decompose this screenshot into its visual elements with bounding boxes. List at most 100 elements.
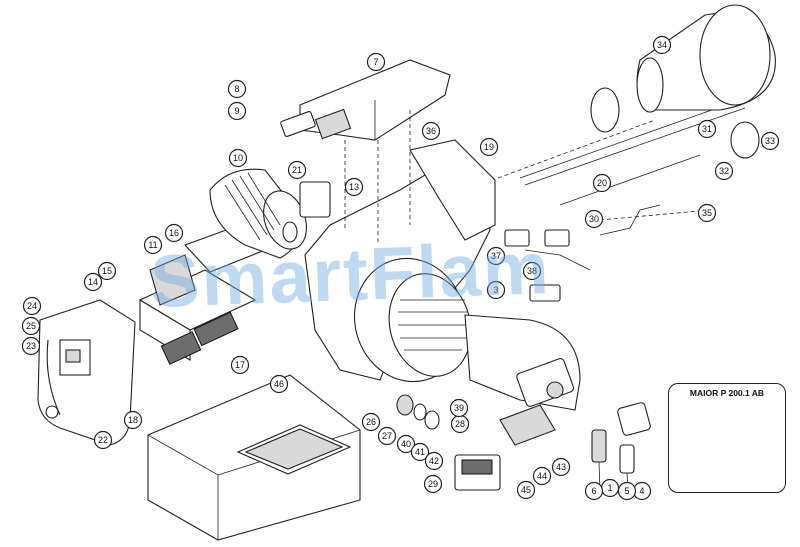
callout-circle: [230, 355, 250, 375]
callout-10: 10: [228, 148, 248, 168]
callout-37: 37: [486, 246, 506, 266]
callout-33: 33: [760, 131, 780, 151]
callout-circle: [228, 148, 248, 168]
callout-circle: [592, 173, 612, 193]
callout-number: 24: [27, 301, 37, 311]
callout-circle: [164, 223, 184, 243]
callout-41: 41: [410, 442, 430, 462]
callout-number: 17: [235, 360, 245, 370]
callout-number: 22: [98, 435, 108, 445]
callout-circle: [287, 160, 307, 180]
callout-circle: [652, 35, 672, 55]
callout-11: 11: [143, 235, 163, 255]
callout-number: 38: [527, 266, 537, 276]
oil-pipes-valves-part: [504, 229, 591, 302]
callout-40: 40: [396, 434, 416, 454]
callout-6: 6: [584, 481, 604, 501]
callout-circle: [21, 336, 41, 356]
callout-number: 33: [765, 136, 775, 146]
callout-number: 5: [624, 486, 629, 496]
callout-circle: [532, 466, 552, 486]
callout-circle: [423, 474, 443, 494]
callout-38: 38: [522, 261, 542, 281]
callout-39: 39: [449, 398, 469, 418]
callout-5: 5: [617, 481, 637, 501]
callout-circle: [97, 261, 117, 281]
callout-circle: [486, 246, 506, 266]
callout-circle: [227, 79, 247, 99]
callout-number: 43: [556, 462, 566, 472]
callout-number: 25: [26, 321, 36, 331]
oil-pump-part: [516, 358, 575, 407]
callout-number: 44: [537, 471, 547, 481]
callout-circle: [516, 480, 536, 500]
callout-circle: [361, 412, 381, 432]
callout-31: 31: [697, 119, 717, 139]
callout-number: 15: [102, 266, 112, 276]
callout-circle: [424, 451, 444, 471]
electric-motor-part: [209, 168, 307, 259]
callout-circle: [227, 101, 247, 121]
callout-layer: 1345678910111314151617181920212223242526…: [21, 35, 780, 501]
terminal-block-assembly-part: [138, 224, 266, 365]
coupling-part: [499, 404, 556, 446]
callout-number: 19: [484, 142, 494, 152]
callout-number: 39: [454, 403, 464, 413]
callout-44: 44: [532, 466, 552, 486]
capacitor-part: [299, 181, 331, 218]
callout-8: 8: [227, 79, 247, 99]
callout-circle: [21, 316, 41, 336]
callout-34: 34: [652, 35, 672, 55]
callout-20: 20: [592, 173, 612, 193]
callout-32: 32: [714, 161, 734, 181]
inset-title: MAIOR P 200.1 AB: [689, 388, 765, 398]
callout-number: 29: [428, 479, 438, 489]
callout-28: 28: [450, 414, 470, 434]
callout-number: 42: [429, 456, 439, 466]
callout-22: 22: [93, 430, 113, 450]
callout-18: 18: [123, 410, 143, 430]
callout-circle: [396, 434, 416, 454]
callout-number: 30: [589, 214, 599, 224]
callout-number: 18: [128, 415, 138, 425]
callout-number: 31: [702, 124, 712, 134]
callout-circle: [123, 410, 143, 430]
callout-9: 9: [227, 101, 247, 121]
burner-housing-part: [304, 139, 496, 383]
air-filter-part: [280, 111, 316, 137]
callout-circle: [143, 235, 163, 255]
callout-45: 45: [516, 480, 536, 500]
model-inset-box: MAIOR P 200.1 AB: [668, 383, 786, 493]
callout-number: 32: [719, 166, 729, 176]
callout-35: 35: [697, 203, 717, 223]
callout-3: 3: [486, 280, 506, 300]
callout-26: 26: [361, 412, 381, 432]
callout-42: 42: [424, 451, 444, 471]
callout-number: 23: [26, 341, 36, 351]
callout-circle: [366, 52, 386, 72]
callout-circle: [377, 426, 397, 446]
callout-circle: [697, 119, 717, 139]
callout-number: 6: [591, 486, 596, 496]
callout-29: 29: [423, 474, 443, 494]
callout-21: 21: [287, 160, 307, 180]
callout-circle: [486, 280, 506, 300]
callout-46: 46: [269, 374, 289, 394]
callout-14: 14: [83, 272, 103, 292]
hose-fittings-part: [591, 402, 651, 491]
callout-number: 36: [426, 126, 436, 136]
callout-30: 30: [584, 209, 604, 229]
callout-number: 26: [366, 417, 376, 427]
callout-15: 15: [97, 261, 117, 281]
callout-circle: [584, 481, 604, 501]
callout-number: 9: [234, 106, 239, 116]
nozzle-electrode-assembly-part: [519, 87, 760, 236]
callout-number: 20: [597, 178, 607, 188]
callout-19: 19: [479, 137, 499, 157]
callout-17: 17: [230, 355, 250, 375]
callout-number: 1: [607, 483, 612, 493]
callout-circle: [22, 296, 42, 316]
callout-number: 35: [702, 208, 712, 218]
